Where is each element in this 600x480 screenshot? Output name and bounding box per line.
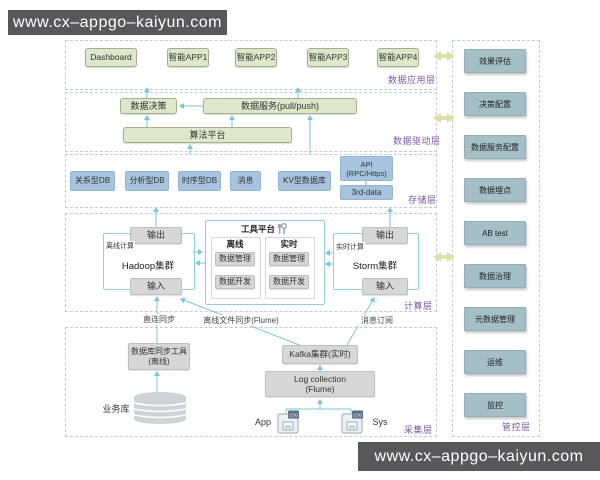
storage-box-kv-db: KV型数据库: [278, 171, 331, 191]
sys-log-file-icon: LOG: [341, 410, 363, 434]
layer-label-storage: 存储层: [408, 195, 437, 205]
biz-db-label: 业务库: [102, 404, 130, 414]
app-source-label: App: [254, 417, 271, 427]
app-box-smart-app1: 智能APP1: [167, 48, 209, 67]
storage-box-api: API (RPC/Https): [340, 156, 393, 181]
watermark-top: www.cx–appgo–kaiyun.com: [8, 10, 227, 35]
storage-box-analytic-db: 分析型DB: [125, 171, 169, 191]
app-box-dashboard: Dashboard: [85, 48, 137, 67]
edge-label-offline-file-sync: 离线文件同步(Flume): [198, 315, 284, 326]
tool-realtime-data-dev: 数据开发: [269, 275, 309, 289]
tool-platform-title: 工具平台: [240, 223, 275, 234]
layer-label-app: 数据应用层: [388, 75, 436, 85]
storm-cluster-name: Storm集群: [352, 261, 398, 272]
driver-box-decision: 数据决策: [120, 98, 177, 114]
app-box-smart-app2: 智能APP2: [235, 48, 277, 67]
tool-realtime-header: 实时: [280, 238, 298, 249]
hadoop-tag-offline-compute: 离线计算: [105, 241, 135, 251]
storage-box-3rd-data: 3rd-data: [340, 185, 393, 200]
svg-text:LOG: LOG: [289, 413, 299, 418]
collect-box-db-sync-tool: 数据库同步工具 (离线): [128, 343, 190, 370]
control-box-metadata-mgmt: 元数据管理: [464, 307, 526, 331]
hadoop-cluster-name: Hadoop集群: [121, 261, 175, 272]
layer-label-control: 管控层: [502, 422, 531, 432]
tool-offline-data-mgmt: 数据管理: [215, 252, 255, 266]
app-log-file-icon: LOG: [277, 410, 299, 434]
layer-storage: [65, 154, 437, 208]
edge-label-message-subscribe: 消息订阅: [358, 315, 396, 326]
control-box-operations: 运维: [464, 350, 526, 374]
sys-source-label: Sys: [372, 417, 388, 427]
driver-box-data-service: 数据服务(pull/push): [203, 98, 357, 114]
database-cylinder-icon: [133, 392, 187, 424]
storage-box-timeseries-db: 时序型DB: [178, 171, 221, 191]
layer-label-driver: 数据驱动层: [393, 136, 441, 146]
tool-platform-title-row: 工具平台: [205, 223, 323, 235]
layer-app: [65, 40, 437, 90]
watermark-bottom: www.cx–appgo–kaiyun.com: [358, 442, 600, 471]
tools-icon: [278, 223, 287, 234]
control-box-ab-test: AB test: [464, 221, 526, 245]
control-box-data-service-config: 数据服务配置: [464, 135, 526, 159]
storm-output-box: 输出: [362, 227, 408, 244]
control-box-data-governance: 数据治理: [464, 264, 526, 288]
edge-label-direct-sync: 直连同步: [138, 314, 180, 325]
collect-box-log-collection: Log collection (Flume): [265, 371, 375, 397]
control-box-data-tracking: 数据埋点: [464, 178, 526, 202]
control-box-effect-eval: 效果评估: [464, 49, 526, 73]
hadoop-output-box: 输出: [130, 227, 182, 244]
hadoop-input-box: 输入: [130, 278, 182, 295]
app-box-smart-app4: 智能APP4: [377, 48, 419, 67]
tool-offline-header: 离线: [226, 238, 244, 249]
driver-box-algorithm-platform: 算法平台: [123, 127, 292, 143]
storage-box-relational-db: 关系型DB: [70, 171, 115, 191]
control-box-decision-config: 决策配置: [464, 92, 526, 116]
collect-box-kafka-cluster: Kafka集群(实时): [282, 345, 358, 364]
control-box-monitoring: 监控: [464, 393, 526, 417]
storm-tag-realtime-compute: 实时计算: [335, 242, 365, 252]
layer-label-collect: 采集层: [404, 425, 433, 435]
tool-realtime-data-mgmt: 数据管理: [269, 252, 309, 266]
layer-control: [452, 40, 540, 437]
storm-input-box: 输入: [362, 278, 408, 295]
layer-label-compute: 计算层: [404, 301, 433, 311]
svg-text:LOG: LOG: [353, 413, 363, 418]
tool-offline-data-dev: 数据开发: [215, 275, 255, 289]
storage-box-message: 消息: [230, 171, 261, 191]
app-box-smart-app3: 智能APP3: [307, 48, 349, 67]
